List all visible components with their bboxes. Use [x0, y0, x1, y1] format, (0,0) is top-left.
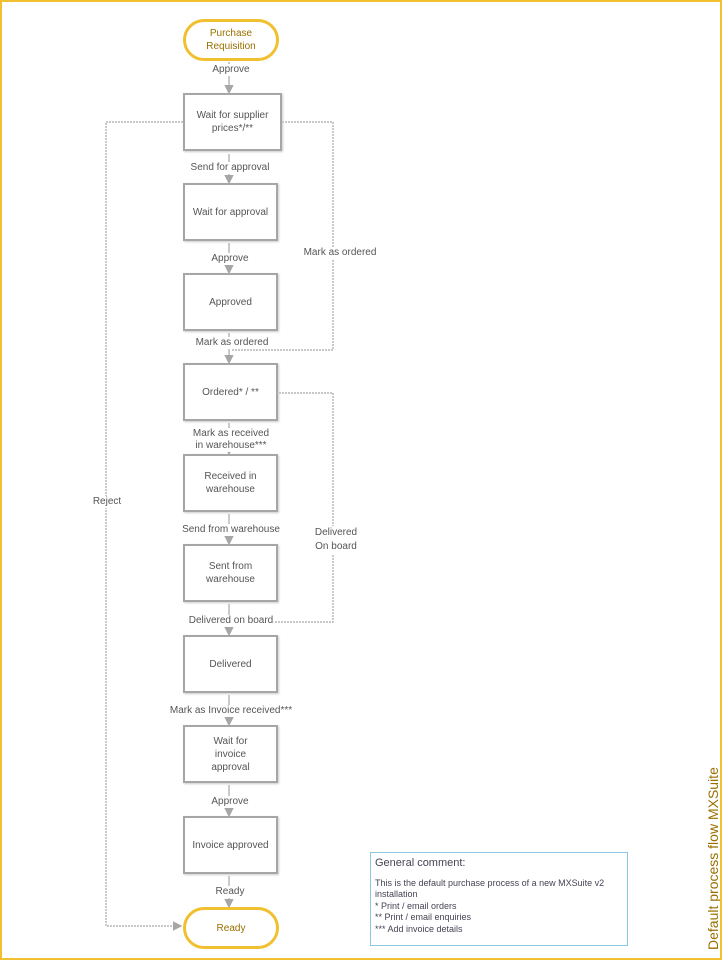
- transition-reject: Reject: [92, 496, 122, 508]
- transition-mark-as-ordered: Mark as ordered: [195, 337, 269, 349]
- transition-ready: Ready: [215, 886, 245, 898]
- label-line: Delivered: [314, 527, 358, 538]
- node-sent-from-warehouse[interactable]: Sent from warehouse: [183, 544, 278, 602]
- transition-delivered-on-board: Delivered on board: [188, 615, 274, 627]
- node-ordered[interactable]: Ordered* / **: [183, 363, 278, 421]
- transition-approve: Approve: [211, 253, 249, 265]
- transition-delivered-on-board-skip: Delivered On board: [314, 526, 358, 554]
- transition-approve: Approve: [211, 796, 249, 808]
- node-wait-for-supplier-prices[interactable]: Wait for supplier prices*/**: [183, 93, 282, 151]
- node-invoice-approved[interactable]: Invoice approved: [183, 816, 278, 874]
- comment-line: This is the default purchase process of …: [375, 877, 605, 900]
- node-purchase-requisition[interactable]: Purchase Requisition: [183, 19, 279, 61]
- transition-mark-as-invoice-received: Mark as Invoice received***: [169, 705, 293, 717]
- node-approved[interactable]: Approved: [183, 273, 278, 331]
- node-ready[interactable]: Ready: [183, 907, 279, 949]
- general-comment-box: General comment: This is the default pur…: [370, 852, 628, 946]
- label-line: in warehouse***: [195, 440, 267, 451]
- comment-line: * Print / email orders: [375, 900, 457, 911]
- comment-title: General comment:: [375, 857, 466, 869]
- node-delivered[interactable]: Delivered: [183, 635, 278, 693]
- label-line: On board: [315, 541, 357, 552]
- node-wait-for-approval[interactable]: Wait for approval: [183, 183, 278, 241]
- transition-send-from-warehouse: Send from warehouse: [182, 524, 280, 536]
- diagram-title: Default process flow MXSuite: [705, 767, 721, 950]
- comment-line: *** Add invoice details: [375, 923, 463, 934]
- label-line: Mark as received: [192, 428, 270, 439]
- transition-approve: Approve: [212, 64, 250, 76]
- node-received-in-warehouse[interactable]: Received in warehouse: [183, 454, 278, 512]
- comment-line: ** Print / email enquiries: [375, 912, 472, 922]
- transition-send-for-approval: Send for approval: [190, 162, 270, 174]
- transition-mark-as-ordered-skip: Mark as ordered: [303, 247, 377, 259]
- node-wait-for-invoice-approval[interactable]: Wait for invoice approval: [183, 725, 278, 783]
